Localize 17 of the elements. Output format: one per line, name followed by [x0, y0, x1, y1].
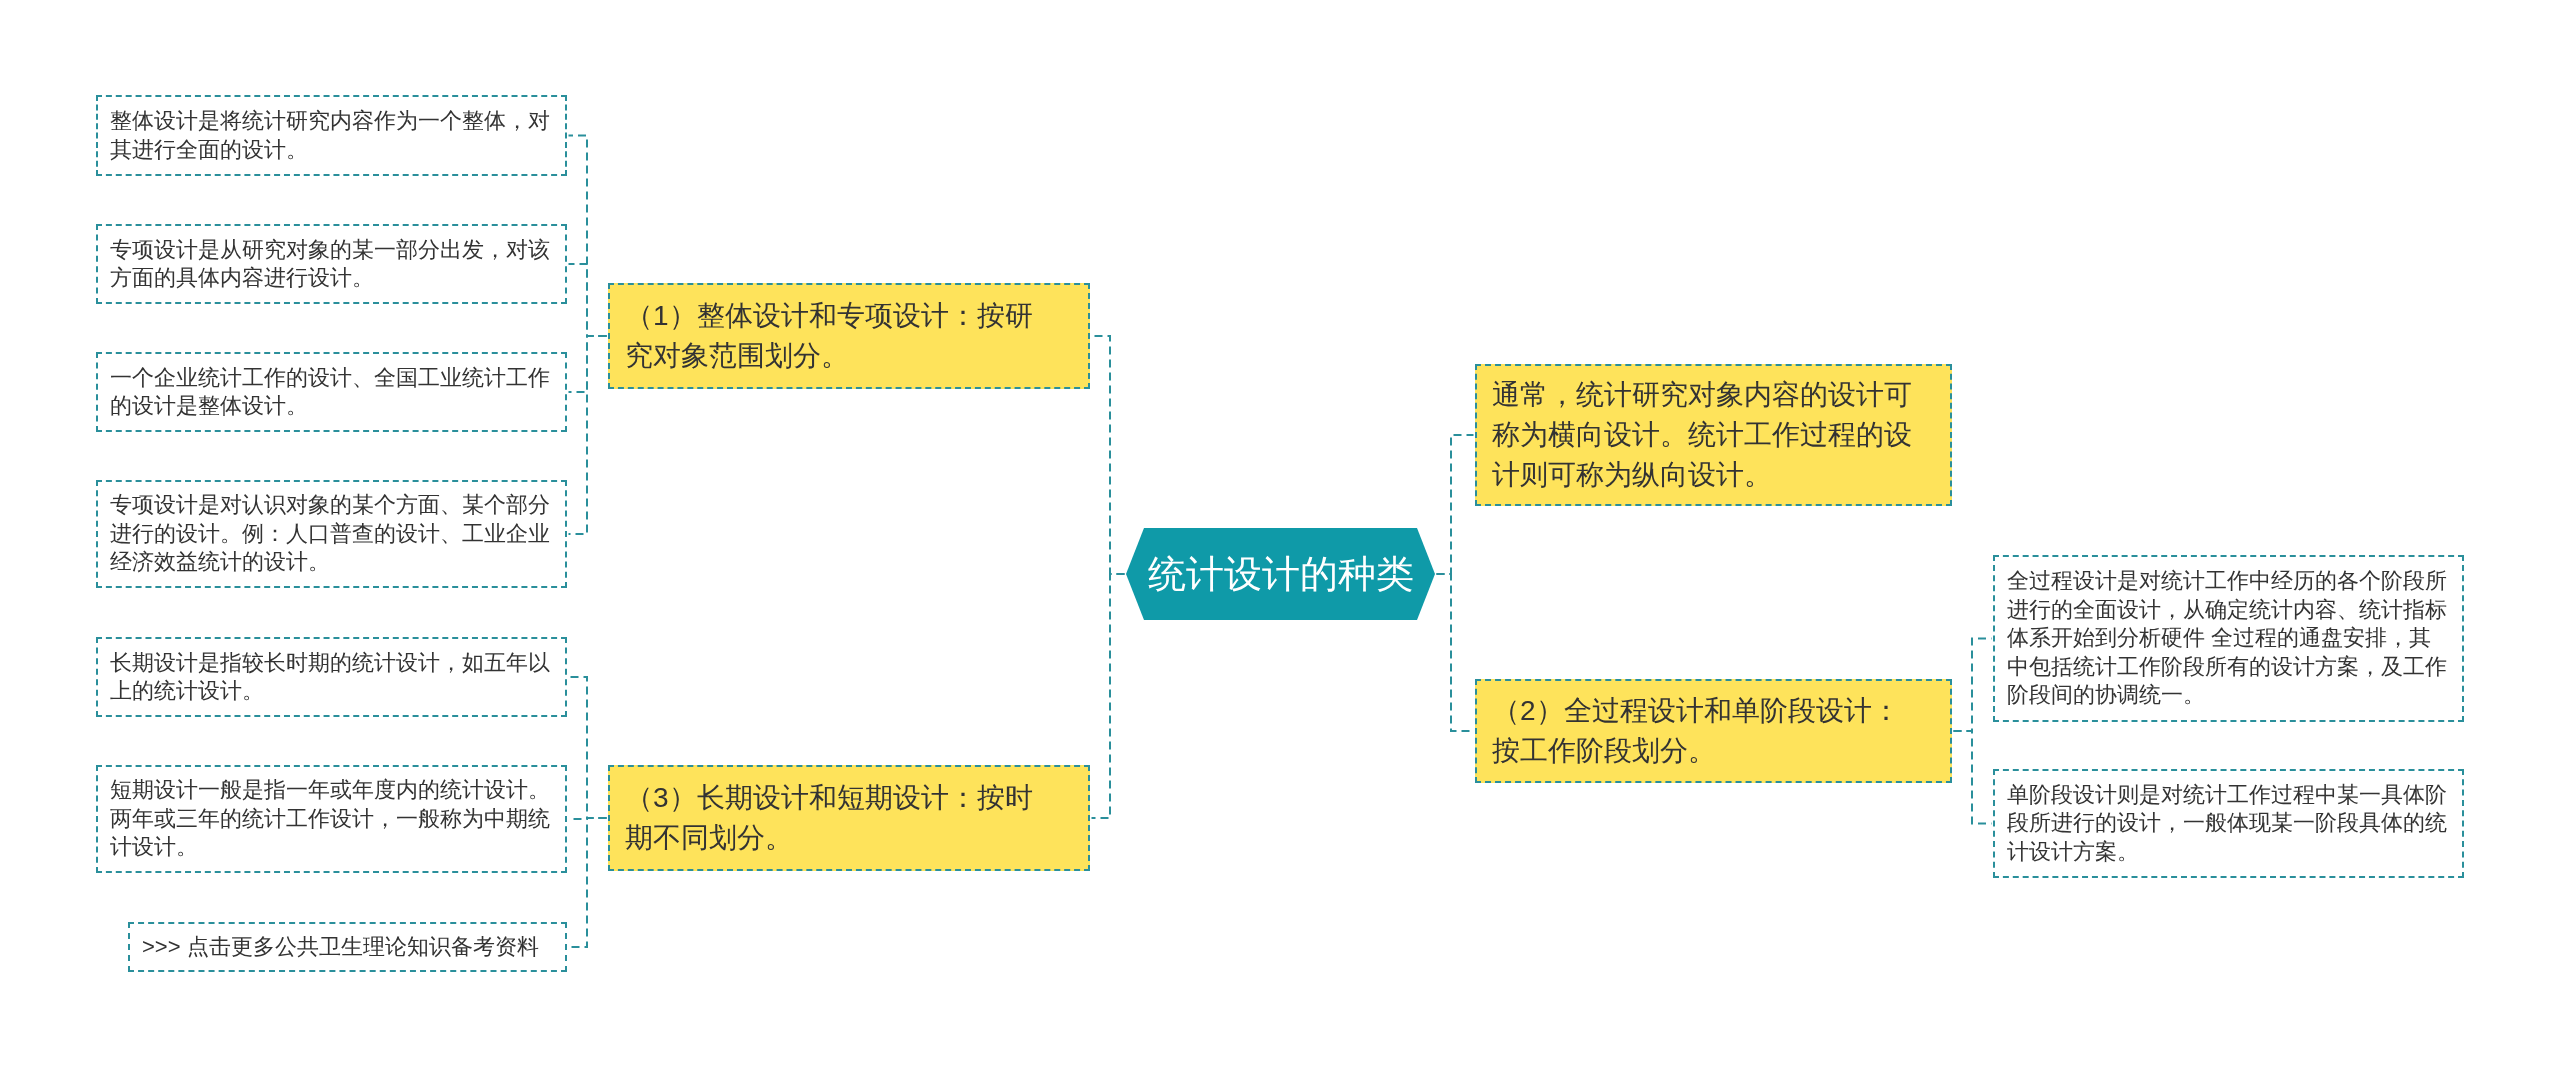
note-box: >>> 点击更多公共卫生理论知识备考资料: [128, 922, 567, 972]
topic-box: （2）全过程设计和单阶段设计：按工作阶段划分。: [1475, 679, 1952, 783]
note-box: 单阶段设计则是对统计工作过程中某一具体阶段所进行的设计，一般体现某一阶段具体的统计设计方案。: [1993, 769, 2464, 878]
note-box: 长期设计是指较长时期的统计设计，如五年以上的统计设计。: [96, 637, 567, 717]
note-box: 全过程设计是对统计工作中经历的各个阶段所进行的全面设计，从确定统计内容、统计指标体系开始到分析硬件 全过程的通盘安排，其中包括统计工作阶段所有的设计方案，及工作阶段间的协调统一。: [1993, 555, 2464, 722]
note-box: 专项设计是对认识对象的某个方面、某个部分进行的设计。例：人口普查的设计、工业企业经济效益统计的设计。: [96, 480, 567, 588]
connector-line: [567, 335, 608, 535]
central-topic-hexagon: 统计设计的种类: [1126, 528, 1435, 620]
note-box: 短期设计一般是指一年或年度内的统计设计。两年或三年的统计工作设计，一般称为中期统计设计。: [96, 765, 567, 873]
note-box: 一个企业统计工作的设计、全国工业统计工作的设计是整体设计。: [96, 352, 567, 432]
topic-box: （3）长期设计和短期设计：按时期不同划分。: [608, 765, 1090, 871]
topic-box: 通常，统计研究对象内容的设计可称为横向设计。统计工作过程的设计则可称为纵向设计。: [1475, 364, 1952, 506]
topic-box: （1）整体设计和专项设计：按研究对象范围划分。: [608, 283, 1090, 389]
note-box: 整体设计是将统计研究内容作为一个整体，对其进行全面的设计。: [96, 95, 567, 176]
note-box: 专项设计是从研究对象的某一部分出发，对该方面的具体内容进行设计。: [96, 224, 567, 304]
connector-line: [1090, 573, 1126, 819]
connector-line: [1952, 730, 1993, 825]
